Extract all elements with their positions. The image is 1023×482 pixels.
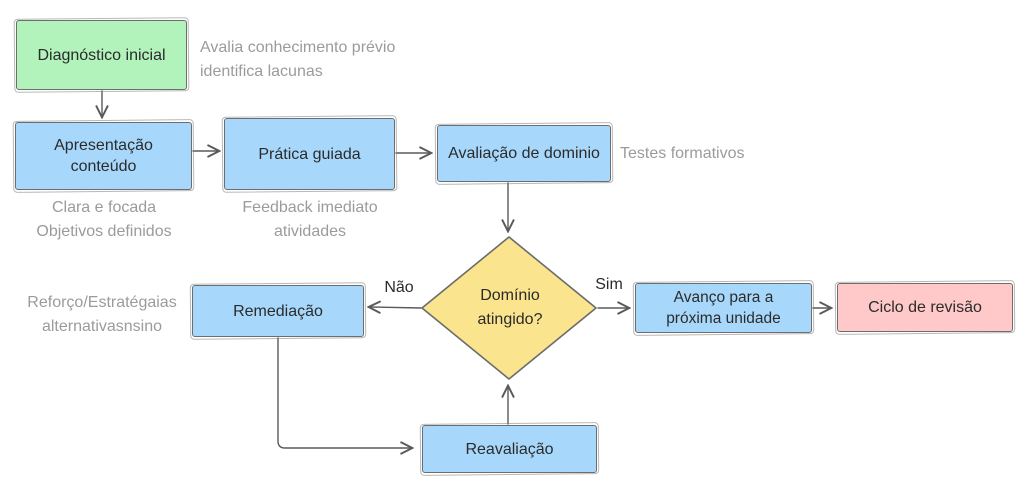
node-decisao-shape[interactable] (421, 236, 597, 380)
node-avaliacao-de-dominio[interactable]: Avaliação de dominio (437, 125, 611, 182)
note-pratica: Feedback imediato atividades (242, 199, 378, 240)
edge-label-sim: Sim (595, 276, 623, 293)
note-diagnostico: Avalia conhecimento prévio identifica la… (200, 39, 396, 80)
node-avanco-proxima-unidade[interactable]: Avanço para a próxima unidade (635, 283, 812, 333)
node-apresentacao-conteudo[interactable]: Apresentação conteúdo (15, 122, 192, 190)
note-apresentacao: Clara e focada Objetivos definidos (36, 199, 172, 240)
node-ciclo-de-revisao[interactable]: Ciclo de revisão (837, 283, 1013, 332)
note-remediacao: Reforço/Estratégaias alternativasnsino (27, 294, 177, 335)
connector-remediacao-reavaliacao[interactable] (277, 337, 411, 448)
node-diagnostico-inicial[interactable]: Diagnóstico inicial (16, 20, 187, 90)
node-pratica-guiada[interactable]: Prática guiada (224, 118, 395, 190)
node-decisao-label[interactable]: Domínio atingido? (477, 287, 543, 328)
note-avaliacao: Testes formativos (620, 145, 745, 162)
connector-decisao-remediacao[interactable] (370, 307, 422, 308)
edge-label-nao: Não (384, 279, 414, 296)
node-remediacao[interactable]: Remediação (192, 285, 364, 337)
node-reavaliacao[interactable]: Reavaliação (422, 425, 597, 473)
decision-diamond[interactable] (421, 236, 597, 380)
